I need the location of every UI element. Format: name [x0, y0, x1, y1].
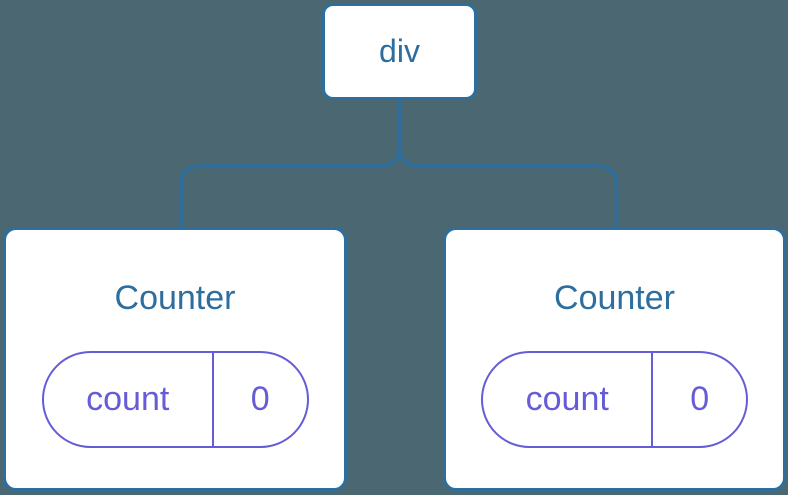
state-key: count — [44, 353, 214, 446]
connector-root-to-right-child — [397, 99, 619, 228]
state-key: count — [483, 353, 654, 446]
state-pill: count 0 — [481, 351, 748, 448]
counter-card-left: Counter count 0 — [3, 227, 347, 491]
state-pill: count 0 — [41, 351, 309, 448]
counter-card-right: Counter count 0 — [443, 227, 786, 491]
component-name: Counter — [554, 279, 675, 317]
root-node: div — [322, 3, 477, 100]
connector-root-to-left-child — [179, 99, 402, 228]
root-node-label: div — [379, 33, 420, 69]
state-value: 0 — [250, 380, 270, 418]
state-value: 0 — [690, 380, 710, 418]
component-name: Counter — [114, 279, 236, 317]
